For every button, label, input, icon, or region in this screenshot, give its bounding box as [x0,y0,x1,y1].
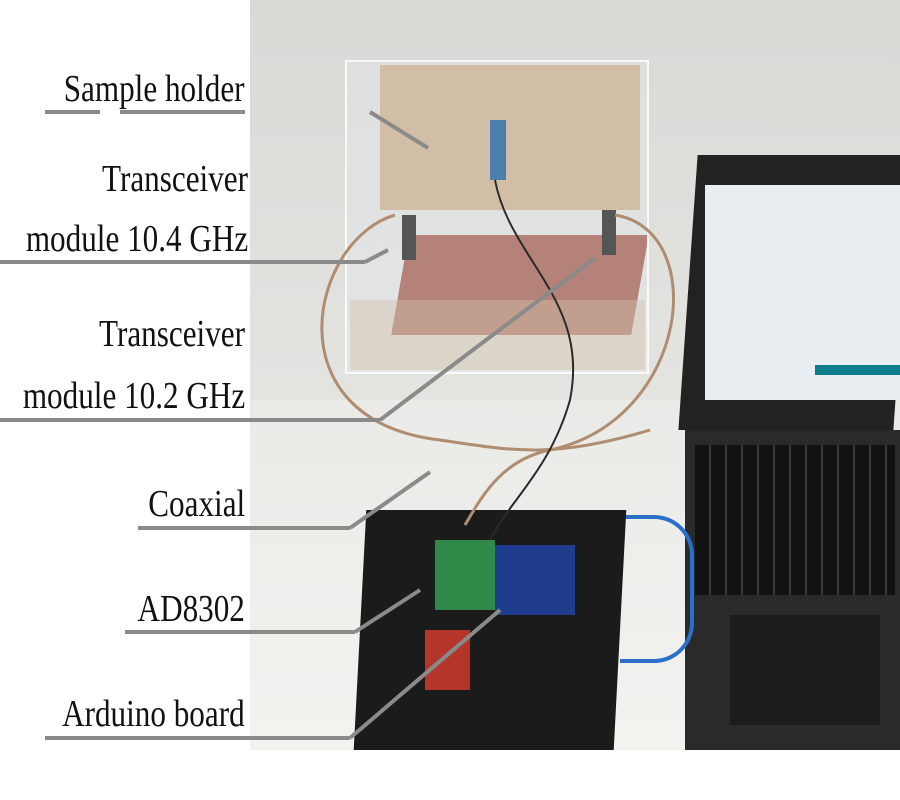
label-transceiver-104-line1: Transceiver [102,158,248,200]
transceiver-102-module [602,210,616,255]
label-sample-holder: Sample holder [64,68,245,110]
label-transceiver-102-line2: module 10.2 GHz [22,375,245,417]
setup-photo [250,0,900,750]
label-coaxial: Coaxial [148,483,245,525]
label-arduino-board: Arduino board [62,693,245,735]
label-transceiver-102-line1: Transceiver [99,313,245,355]
transceiver-104-module [402,215,416,260]
sample [490,120,506,180]
base-plate [350,300,645,370]
sample-holder-board [380,65,640,210]
laptop-keyboard [695,445,895,595]
label-transceiver-104-line2: module 10.4 GHz [25,218,248,260]
label-ad8302: AD8302 [137,588,245,630]
usb-cable [620,515,694,663]
laptop-touchpad [730,615,880,725]
arduino-board [495,545,575,615]
laptop-display [705,185,900,400]
acrylic-box [345,60,649,374]
ad8302-board [435,540,495,610]
